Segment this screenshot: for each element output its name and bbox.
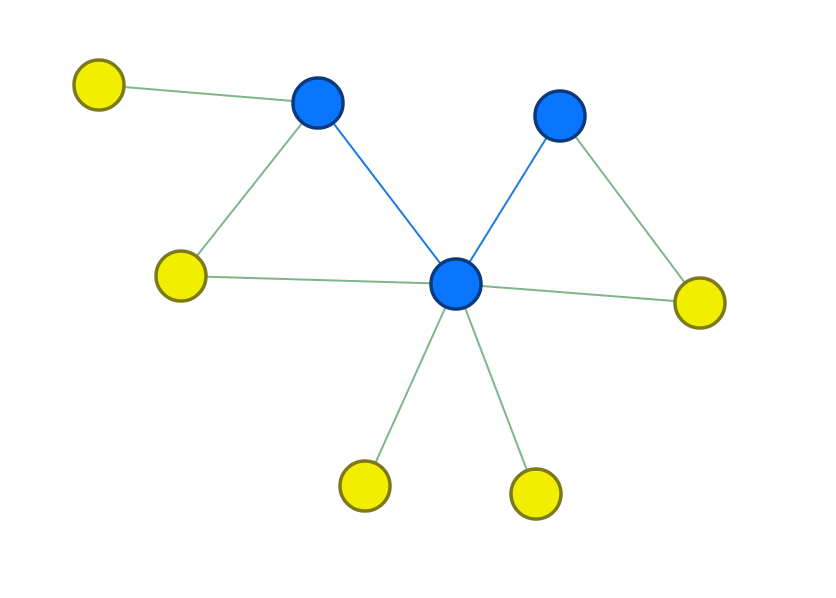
edge-leaf-2-hub-c [180, 275, 457, 285]
edge-hub-a-hub-c [317, 102, 457, 285]
node-leaf-1 [72, 58, 126, 112]
node-leaf-4 [338, 459, 392, 513]
edge-hub-b-hub-c [455, 115, 561, 285]
edge-hub-c-leaf-4 [364, 283, 457, 487]
edge-hub-b-leaf-3 [559, 115, 701, 304]
edge-hub-c-leaf-3 [455, 283, 701, 304]
edge-hub-a-leaf-1 [98, 84, 319, 104]
node-hub-a [291, 76, 345, 130]
node-hub-b [533, 89, 587, 143]
node-leaf-3 [673, 276, 727, 330]
node-leaf-2 [154, 249, 208, 303]
nodes-layer [72, 58, 727, 521]
edges-layer [98, 84, 701, 495]
edge-hub-a-leaf-2 [180, 102, 319, 277]
node-hub-c [429, 257, 483, 311]
edge-hub-c-leaf-5 [455, 283, 537, 495]
node-leaf-5 [509, 467, 563, 521]
